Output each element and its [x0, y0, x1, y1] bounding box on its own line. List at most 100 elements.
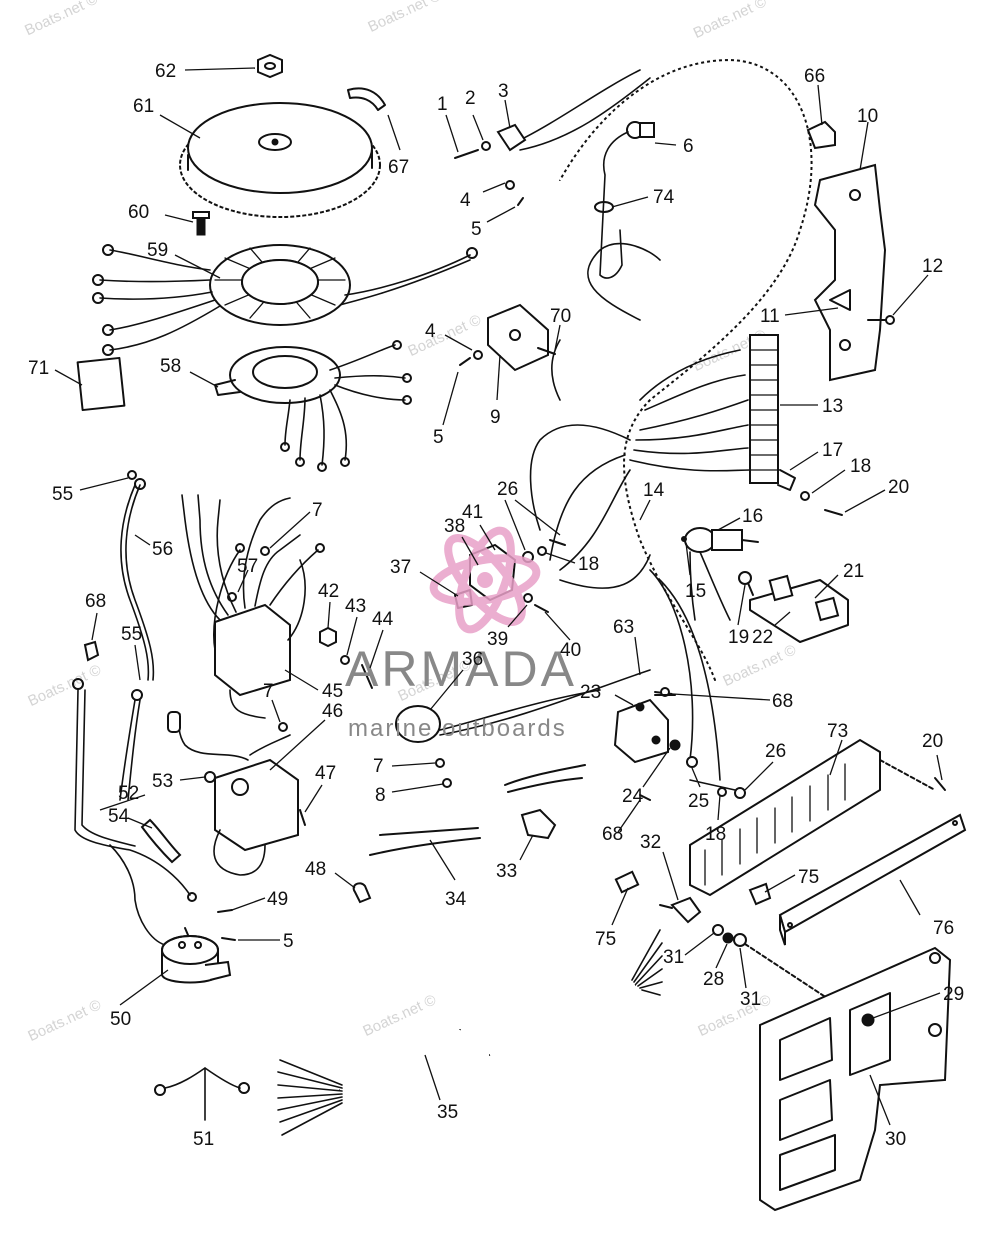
screw	[221, 937, 236, 941]
watermark: Boats.net ©	[405, 311, 483, 360]
fitting	[83, 640, 100, 662]
ground-wire	[120, 470, 155, 681]
callout-26a: 26	[497, 479, 518, 500]
callout-15: 15	[685, 581, 706, 602]
nut	[442, 778, 452, 788]
callout-45: 45	[322, 681, 343, 702]
rectifier-hardware	[454, 123, 527, 206]
battery-cables	[369, 764, 586, 856]
watermark: Boats.net ©	[720, 641, 798, 690]
jumper-wire	[154, 1067, 250, 1121]
ignition-coil	[167, 711, 299, 876]
callout-30: 30	[885, 1129, 906, 1150]
connector	[659, 896, 702, 924]
callout-51: 51	[193, 1129, 214, 1150]
callout-57: 57	[237, 556, 258, 577]
flywheel-key	[347, 87, 386, 111]
callout-14: 14	[643, 480, 665, 501]
callout-55a: 55	[52, 484, 73, 505]
callout-18b: 18	[578, 554, 599, 575]
callout-4b: 4	[425, 321, 436, 342]
callout-19: 19	[728, 627, 749, 648]
stator-screw	[192, 211, 210, 236]
callout-29: 29	[943, 984, 964, 1005]
callout-75b: 75	[798, 867, 819, 888]
callout-21: 21	[843, 561, 864, 582]
module-hardware	[319, 626, 373, 689]
plug-wire	[599, 121, 655, 279]
wire	[689, 779, 736, 791]
callout-22: 22	[752, 627, 773, 648]
leader-lines	[54, 67, 943, 1126]
callout-26b: 26	[765, 741, 786, 762]
watermark: Boats.net ©	[25, 996, 103, 1045]
fuse-panel	[689, 738, 946, 897]
callout-35: 35	[437, 1102, 458, 1123]
callout-31b: 31	[740, 989, 761, 1010]
callout-53: 53	[152, 771, 173, 792]
harness-extension	[277, 929, 663, 1136]
callout-9: 9	[490, 407, 501, 428]
callout-25: 25	[688, 791, 709, 812]
callout-2: 2	[465, 88, 476, 109]
clip	[352, 882, 372, 904]
screw	[639, 794, 651, 801]
callout-55b: 55	[121, 624, 142, 645]
callout-20b: 20	[922, 731, 943, 752]
callout-32: 32	[640, 832, 661, 853]
callout-62: 62	[155, 61, 176, 82]
washer	[260, 546, 270, 556]
solenoid-switch	[613, 687, 698, 768]
callout-10: 10	[857, 106, 878, 127]
callout-31a: 31	[663, 947, 684, 968]
callout-23: 23	[580, 682, 601, 703]
callout-3: 3	[498, 81, 509, 102]
callout-42: 42	[318, 581, 339, 602]
callout-12: 12	[922, 256, 943, 277]
callout-18c: 18	[705, 824, 726, 845]
callout-5a: 5	[471, 219, 482, 240]
screw	[217, 909, 233, 913]
callout-67: 67	[388, 157, 409, 178]
callout-47: 47	[315, 763, 336, 784]
flywheel-nut	[257, 53, 283, 79]
callout-33: 33	[496, 861, 517, 882]
callout-labels: 62 61 67 60 59 71 58 1 2 3 4 5 6 74 4 70…	[28, 61, 964, 1150]
callout-73: 73	[827, 721, 848, 742]
callout-68a: 68	[85, 591, 106, 612]
callout-40: 40	[560, 640, 581, 661]
washer	[722, 932, 734, 944]
callout-63: 63	[613, 617, 634, 638]
callout-58: 58	[160, 356, 181, 377]
callout-5c: 5	[283, 931, 294, 952]
mounting-strip	[778, 813, 967, 946]
callout-13: 13	[822, 396, 843, 417]
callout-34: 34	[445, 889, 467, 910]
callout-41: 41	[462, 502, 483, 523]
decal	[76, 356, 126, 412]
washer	[733, 933, 747, 947]
clamp	[806, 120, 836, 150]
callout-46: 46	[322, 701, 343, 722]
rectifier	[459, 303, 556, 372]
callout-68c: 68	[602, 824, 623, 845]
callout-50: 50	[110, 1009, 131, 1030]
propeller-logo	[429, 526, 541, 634]
callout-11: 11	[760, 306, 780, 327]
stator	[92, 244, 478, 356]
brand-watermark: ARMADA marine outboards	[345, 526, 574, 742]
callout-76: 76	[933, 918, 954, 939]
callout-20a: 20	[888, 477, 909, 498]
guide-line	[744, 943, 831, 1001]
callout-56: 56	[152, 539, 173, 560]
callout-70: 70	[550, 306, 571, 327]
callout-5b: 5	[433, 427, 444, 448]
trigger-assembly	[214, 340, 412, 472]
terminal-bracket	[813, 163, 895, 382]
washer	[717, 787, 727, 797]
callout-17: 17	[822, 440, 843, 461]
watermark: Boats.net ©	[25, 661, 103, 710]
nut	[278, 722, 288, 732]
callout-68b: 68	[772, 691, 793, 712]
